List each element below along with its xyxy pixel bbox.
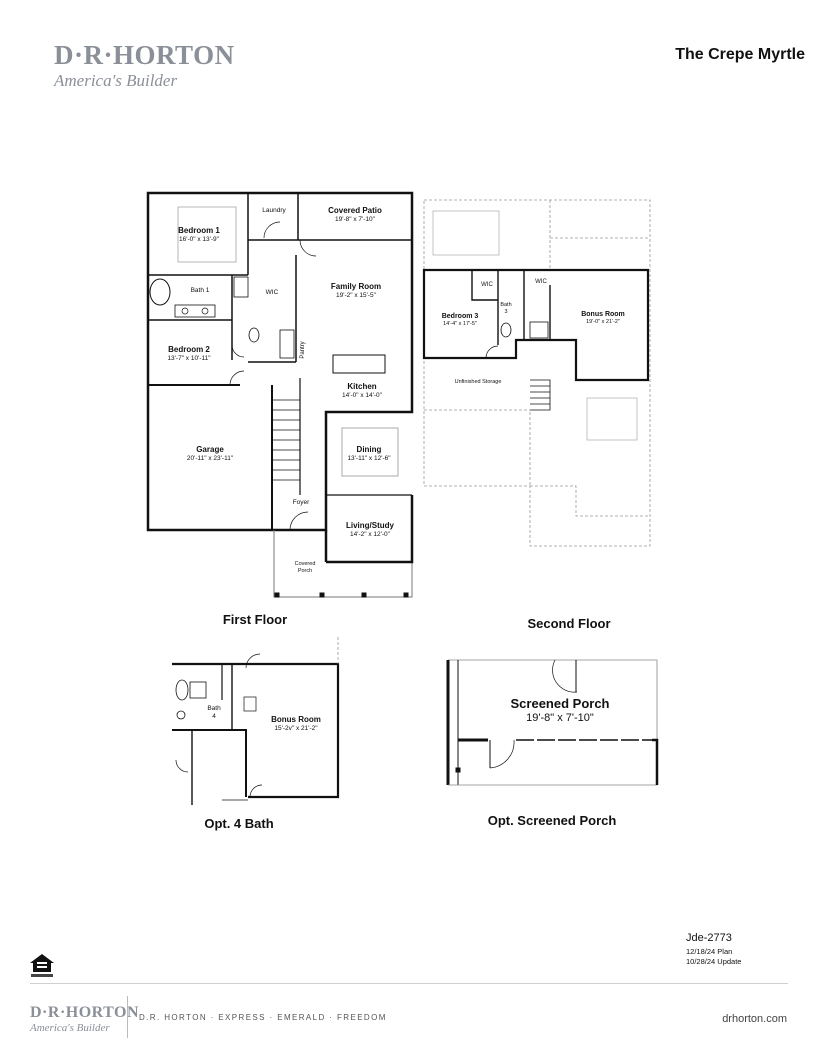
plan-title: The Crepe Myrtle xyxy=(675,46,805,63)
plan-code: Jde-2773 xyxy=(686,932,732,944)
opt-bonus-room-dims: 15'-2v" x 21'-2" xyxy=(274,725,318,732)
dining-dims: 13'-11" x 12'-6" xyxy=(347,455,391,462)
bath1-label: Bath 1 xyxy=(191,287,210,294)
living-study-label: Living/Study xyxy=(346,521,395,530)
garage-dims: 20'-11" x 23'-11" xyxy=(187,455,234,462)
covered-porch-label-2: Porch xyxy=(298,568,312,574)
screened-porch-label: Screened Porch xyxy=(511,696,610,711)
family-room-label: Family Room xyxy=(331,282,381,291)
first-floor-caption: First Floor xyxy=(223,612,287,627)
bedroom3-dims: 14'-4" x 17'-5" xyxy=(443,321,477,327)
footer-logo: D·R·HORTON America's Builder xyxy=(30,1004,139,1034)
bedroom2-label: Bedroom 2 xyxy=(168,345,210,354)
first-floor-plan xyxy=(146,191,414,598)
kitchen-label: Kitchen xyxy=(347,382,376,391)
brand-name: D·R·HORTON xyxy=(54,40,235,70)
pantry-label: Pantry xyxy=(300,341,306,358)
wic-right-label: WIC xyxy=(535,279,547,285)
laundry-label: Laundry xyxy=(262,207,286,214)
bath4-label: Bath xyxy=(207,705,221,712)
bath3-label: Bath xyxy=(500,302,511,308)
opt-porch-caption: Opt. Screened Porch xyxy=(488,813,617,828)
wic-left-label: WIC xyxy=(481,282,493,288)
bedroom1-label: Bedroom 1 xyxy=(178,226,220,235)
second-floor-caption: Second Floor xyxy=(527,616,610,631)
plan-update-date: 10/28/24 Update xyxy=(686,957,741,966)
brand-logo: D·R·HORTON America's Builder xyxy=(54,40,235,95)
wic-label: WIC xyxy=(266,289,279,296)
covered-patio-label: Covered Patio xyxy=(328,206,382,215)
footer-website-link[interactable]: drhorton.com xyxy=(722,1013,787,1025)
plan-date: 12/18/24 Plan xyxy=(686,947,732,956)
opt-bath-plan xyxy=(172,637,340,805)
bedroom3-label: Bedroom 3 xyxy=(442,313,479,320)
bedroom1-dims: 16'-0" x 13'-9" xyxy=(179,236,220,243)
screened-porch-dims: 19'-8" x 7'-10" xyxy=(526,712,594,724)
garage-label: Garage xyxy=(196,445,224,454)
equal-housing-icon xyxy=(30,954,54,977)
bath3-number: 3 xyxy=(504,309,507,315)
opt-bath-caption: Opt. 4 Bath xyxy=(204,816,273,831)
kitchen-dims: 14'-0" x 14'-0" xyxy=(342,392,383,399)
brand-tagline: America's Builder xyxy=(54,71,178,90)
opt-bonus-room-label: Bonus Room xyxy=(271,715,321,724)
second-floor-plan xyxy=(422,199,651,547)
footer-brand-links: D.R. HORTON · EXPRESS · EMERALD · FREEDO… xyxy=(139,1013,387,1022)
living-study-dims: 14'-2" x 12'-0" xyxy=(350,531,391,538)
bedroom2-dims: 13'-7" x 10'-11" xyxy=(167,355,211,362)
footer-divider-line xyxy=(30,983,788,984)
footer-brand-name: D·R·HORTON xyxy=(30,1004,140,1021)
bonus-room-dims: 19'-0" x 21'-2" xyxy=(586,319,620,325)
foyer-label: Foyer xyxy=(293,499,310,506)
bath4-number: 4 xyxy=(212,713,216,720)
opt-porch-plan xyxy=(446,659,659,786)
footer-brand-tagline: America's Builder xyxy=(30,1022,110,1034)
bonus-room-label: Bonus Room xyxy=(581,311,625,318)
storage-label: Unfinished Storage xyxy=(455,379,502,385)
family-room-dims: 19'-2" x 15'-5" xyxy=(336,292,377,299)
covered-patio-dims: 19'-8" x 7'-10" xyxy=(335,216,376,223)
covered-porch-label: Covered xyxy=(295,561,316,567)
footer-vertical-divider xyxy=(127,996,128,1038)
dining-label: Dining xyxy=(357,445,382,454)
